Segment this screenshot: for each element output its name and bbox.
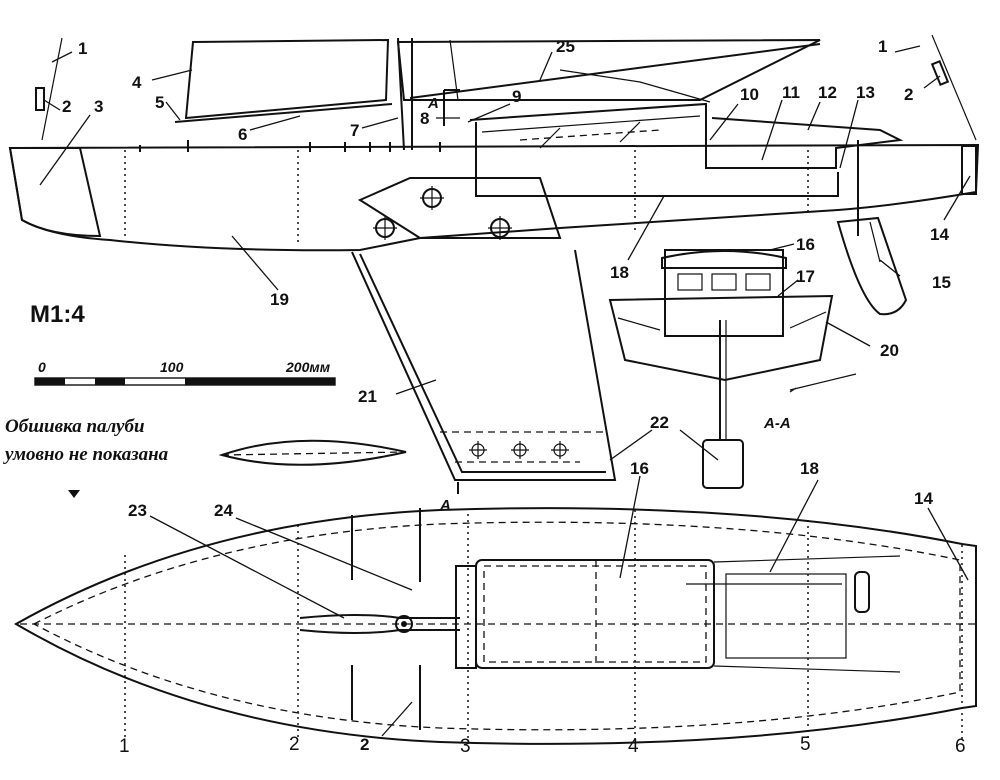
forestay-turnbuckle [35, 87, 45, 111]
backstay [931, 34, 977, 141]
station-4: 4 [628, 736, 639, 757]
plan-view: 1 2 3 4 5 6 [13, 507, 980, 757]
callout-6: 6 [238, 125, 247, 144]
callout-7: 7 [350, 121, 359, 140]
callout-14-side: 14 [930, 225, 949, 244]
scale-tick-200: 200мм [285, 359, 331, 375]
callout-25: 25 [556, 37, 575, 56]
callout-16-plan: 16 [630, 459, 649, 478]
callout-15: 15 [932, 273, 951, 292]
scale-tick-100: 100 [160, 359, 184, 375]
callout-22: 22 [650, 413, 669, 432]
station-3: 3 [460, 736, 471, 757]
callouts: 1 2 3 4 5 6 7 8 9 10 11 12 13 [39, 37, 971, 754]
keel-trunk [357, 177, 562, 239]
section-hull [608, 294, 834, 382]
backstay-turnbuckle [930, 60, 950, 86]
main-boom [174, 103, 393, 123]
callout-11: 11 [782, 83, 800, 102]
callout-1-left: 1 [78, 39, 87, 58]
fin-keel [351, 249, 617, 481]
section-cabin [664, 249, 784, 337]
view-arrow [68, 490, 80, 498]
stem-block [8, 147, 102, 238]
deck-note: Обшивка палуби умовно не показана [3, 416, 169, 498]
callout-2-plan: 2 [360, 735, 369, 754]
callout-18-plan: 18 [800, 459, 819, 478]
station-5: 5 [800, 734, 811, 755]
hull-side [8, 143, 980, 252]
mainsail [396, 39, 821, 101]
section-marker-top: A [427, 95, 439, 112]
stern-block [961, 145, 977, 195]
station-1: 1 [119, 736, 130, 757]
callout-9: 9 [512, 87, 521, 106]
callout-21: 21 [358, 387, 377, 406]
callout-2-right: 2 [904, 85, 913, 104]
scale-bar: M1:4 0 100 200мм [30, 301, 336, 386]
callout-14-plan: 14 [914, 489, 933, 508]
callout-2-left: 2 [62, 97, 71, 116]
callout-4: 4 [132, 73, 142, 92]
side-view [8, 34, 980, 481]
callout-10: 10 [740, 85, 759, 104]
section-marker-bottom: A [439, 497, 451, 514]
callout-3: 3 [94, 97, 103, 116]
note-line-2: умовно не показана [3, 444, 169, 465]
station-2: 2 [289, 734, 300, 755]
scale-title: M1:4 [30, 301, 85, 328]
keel-bulb-rivets [469, 441, 569, 459]
section-title: A-A [763, 415, 791, 432]
callout-24: 24 [214, 501, 233, 520]
forestay [41, 37, 63, 141]
section-aa: A-A [608, 249, 857, 489]
callout-23: 23 [128, 501, 147, 520]
deck-inner-line [32, 521, 961, 731]
callout-19: 19 [270, 290, 289, 309]
scale-tick-0: 0 [38, 359, 46, 375]
callout-16-section: 16 [796, 235, 815, 254]
rudder [836, 216, 908, 316]
callout-12: 12 [818, 83, 837, 102]
deck-outline [13, 507, 977, 745]
section-marker: A A [427, 89, 460, 514]
note-line-1: Обшивка палуби [5, 416, 145, 437]
mast [397, 37, 405, 151]
cabin-top-plan [475, 559, 715, 669]
callout-17: 17 [796, 267, 815, 286]
callout-18-side: 18 [610, 263, 629, 282]
callout-1-right: 1 [878, 37, 887, 56]
main-boom-25 [409, 43, 821, 99]
keel-foil-section [218, 439, 407, 466]
callout-13: 13 [856, 83, 875, 102]
callout-20: 20 [880, 341, 899, 360]
callout-8: 8 [420, 109, 429, 128]
cabin-side [469, 102, 904, 169]
callout-5: 5 [155, 93, 164, 112]
section-keel-bulb [702, 439, 744, 489]
station-6: 6 [955, 736, 966, 757]
